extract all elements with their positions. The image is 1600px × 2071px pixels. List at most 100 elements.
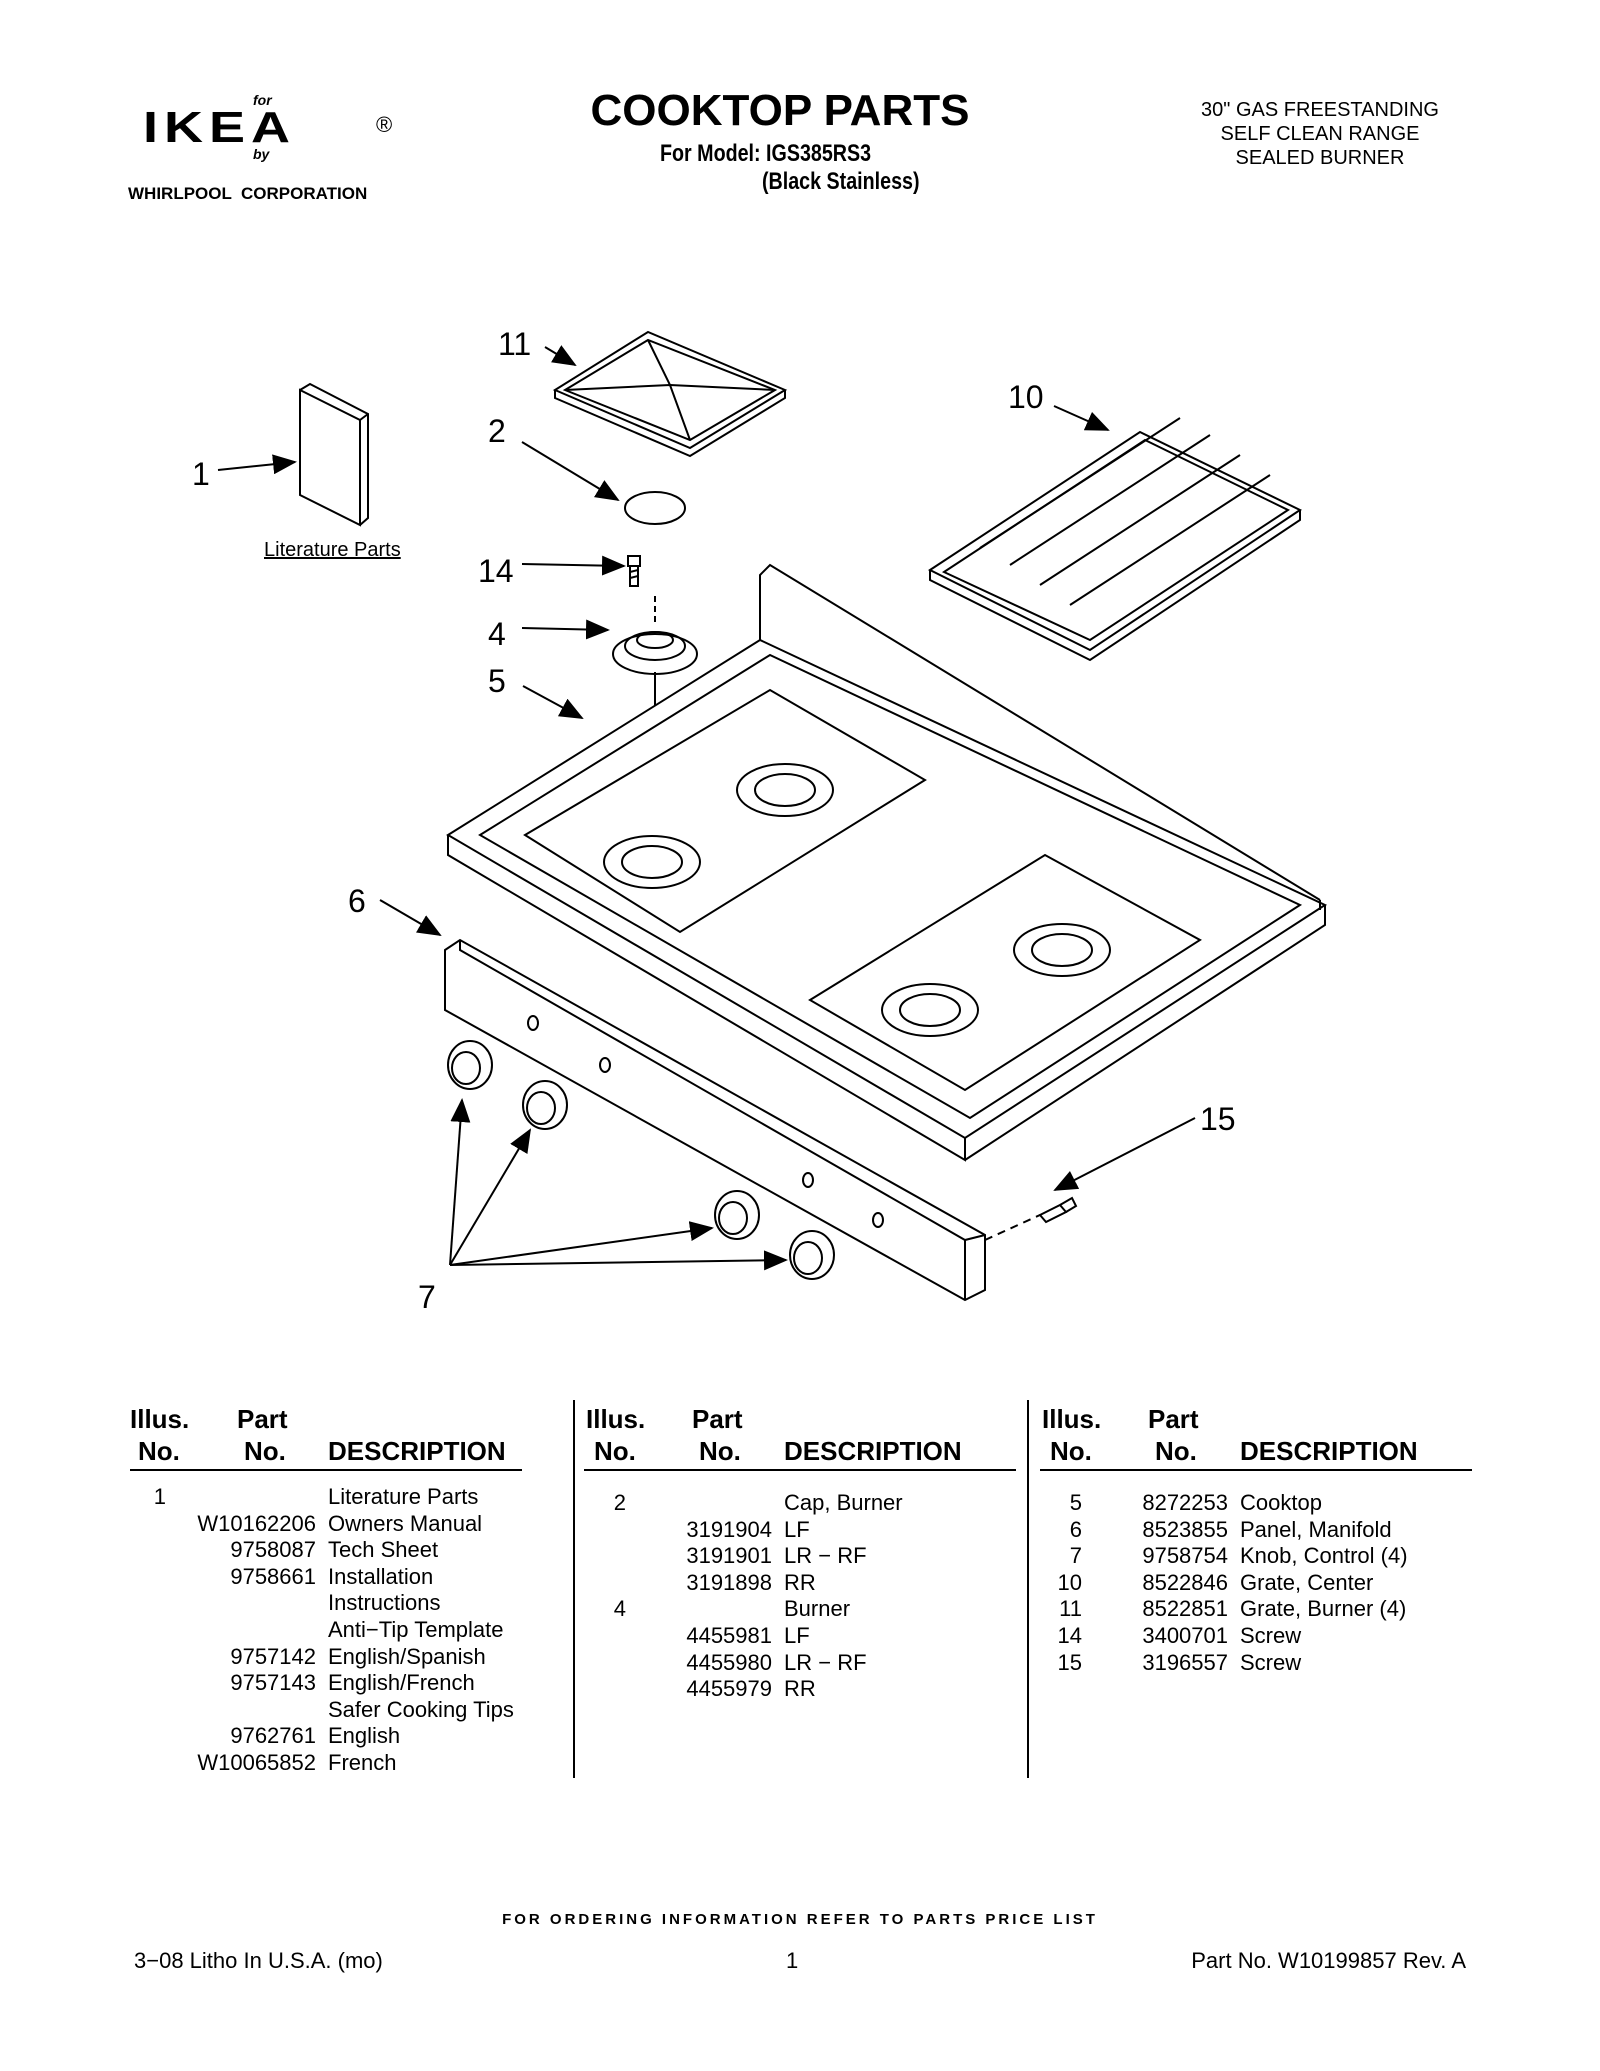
callout-4: 4 (488, 616, 506, 652)
part-description: Knob, Control (4) (1240, 1543, 1408, 1569)
literature-parts-illustration (299, 382, 369, 527)
part-number: 3191904 (686, 1516, 772, 1542)
description-header: DESCRIPTION (328, 1436, 506, 1466)
screw-illustration (627, 555, 641, 587)
part-header-bottom: No. (244, 1436, 286, 1466)
cooktop-illustration (446, 563, 1328, 1162)
part-description: Owners Manual (328, 1510, 483, 1536)
part-number: 9757143 (230, 1670, 316, 1696)
exploded-parts-diagram: 1 2 4 5 6 7 10 11 14 15 (192, 326, 1328, 1315)
part-number: 3191901 (686, 1543, 772, 1569)
part-description: Grate, Center (1240, 1569, 1374, 1595)
center-grate-illustration (927, 417, 1303, 662)
column-divider (1027, 1400, 1029, 1778)
part-number: 8522851 (1142, 1596, 1228, 1622)
part-description: LF (784, 1516, 810, 1542)
part-number: 8523855 (1142, 1516, 1228, 1542)
model-line: For Model: IGS385RS3 (660, 140, 872, 167)
part-header-top: Part (1148, 1404, 1199, 1434)
callout-10: 10 (1008, 379, 1044, 415)
description-header: DESCRIPTION (1240, 1436, 1418, 1466)
callout-15: 15 (1200, 1101, 1236, 1137)
part-number: 9758087 (230, 1537, 316, 1563)
part-description: Cooktop (1240, 1490, 1322, 1515)
part-description: English (328, 1723, 401, 1749)
part-description: Literature Parts (328, 1484, 479, 1509)
part-description: Screw (1240, 1623, 1302, 1648)
ikea-logo: IKEA (143, 103, 297, 152)
registered-mark: ® (376, 112, 393, 137)
part-description: Anti−Tip Template (328, 1617, 504, 1642)
part-description: Screw (1240, 1649, 1302, 1675)
illus-header-bottom: No. (594, 1436, 636, 1466)
part-description: RR (784, 1676, 816, 1702)
header-rule (1040, 1469, 1472, 1471)
part-header-top: Part (237, 1404, 288, 1434)
illus-number: 4 (613, 1596, 626, 1622)
range-desc-line: 30" GAS FREESTANDING (1201, 99, 1439, 121)
part-number: W10065852 (197, 1750, 316, 1775)
burner-grate-illustration (552, 330, 788, 458)
part-number: 3400701 (1142, 1623, 1228, 1648)
part-header-bottom: No. (1155, 1436, 1197, 1466)
illus-header-top: Illus. (1042, 1404, 1102, 1434)
illus-number: 7 (1069, 1543, 1082, 1569)
part-description: RR (784, 1569, 816, 1595)
part-number: 4455979 (686, 1676, 772, 1702)
range-description: 30" GAS FREESTANDING SELF CLEAN RANGE SE… (1150, 98, 1490, 170)
logo-by-text: by (253, 146, 270, 162)
page-title: COOKTOP PARTS (590, 86, 970, 135)
callout-11: 11 (498, 326, 531, 362)
callout-5: 5 (488, 663, 506, 699)
litho-note: 3−08 Litho In U.S.A. (mo) (134, 1948, 383, 1973)
part-description: English/Spanish (328, 1643, 486, 1669)
document-part-number: Part No. W10199857 Rev. A (1191, 1948, 1466, 1973)
screw-15-illustration (1038, 1196, 1078, 1224)
part-number: 8272253 (1142, 1490, 1228, 1515)
part-number: 9758754 (1142, 1543, 1228, 1569)
illus-header-bottom: No. (138, 1436, 180, 1466)
part-number: 3191898 (686, 1569, 772, 1595)
part-description: English/French (328, 1670, 475, 1696)
part-number: 3196557 (1142, 1649, 1228, 1675)
literature-parts-label: Literature Parts (264, 539, 401, 561)
part-description: Tech Sheet (328, 1537, 439, 1563)
part-description: Instructions (328, 1590, 441, 1616)
part-description: Burner (784, 1596, 851, 1622)
manifold-panel-illustration (444, 938, 986, 1302)
callout-7: 7 (418, 1279, 436, 1315)
callout-2: 2 (488, 413, 506, 449)
part-header-top: Part (692, 1404, 743, 1434)
part-number: 4455981 (686, 1623, 772, 1648)
illus-number: 10 (1057, 1569, 1082, 1595)
part-description: LF (784, 1623, 810, 1648)
part-header-bottom: No. (699, 1436, 741, 1466)
logo-for-text: for (253, 92, 272, 108)
illus-header-bottom: No. (1050, 1436, 1092, 1466)
range-desc-line: SEALED BURNER (1235, 147, 1405, 169)
logo-corporation: WHIRLPOOL CORPORATION (128, 184, 368, 203)
header-rule (130, 1469, 522, 1471)
illus-number: 6 (1069, 1516, 1082, 1542)
part-number: 9762761 (230, 1723, 316, 1749)
description-header: DESCRIPTION (784, 1436, 962, 1466)
part-description: French (328, 1750, 397, 1775)
part-description: LR − RF (784, 1649, 867, 1675)
control-knob-illustration (447, 1040, 835, 1280)
part-description: Cap, Burner (784, 1490, 903, 1515)
illus-header-top: Illus. (130, 1404, 190, 1434)
callout-1: 1 (192, 456, 210, 492)
illus-header-top: Illus. (586, 1404, 646, 1434)
part-number: 9757142 (230, 1643, 316, 1669)
illus-number: 11 (1059, 1596, 1082, 1622)
ordering-note: FOR ORDERING INFORMATION REFER TO PARTS … (502, 1911, 1098, 1928)
header-rule (584, 1469, 1016, 1471)
part-description: Safer Cooking Tips (328, 1696, 514, 1722)
burner-cap-illustration (624, 491, 686, 525)
illus-number: 14 (1057, 1623, 1082, 1648)
part-description: Installation (328, 1563, 434, 1589)
illus-number: 5 (1069, 1490, 1082, 1515)
burner-illustration (612, 631, 698, 675)
callout-6: 6 (348, 883, 366, 919)
part-number: 8522846 (1142, 1569, 1228, 1595)
